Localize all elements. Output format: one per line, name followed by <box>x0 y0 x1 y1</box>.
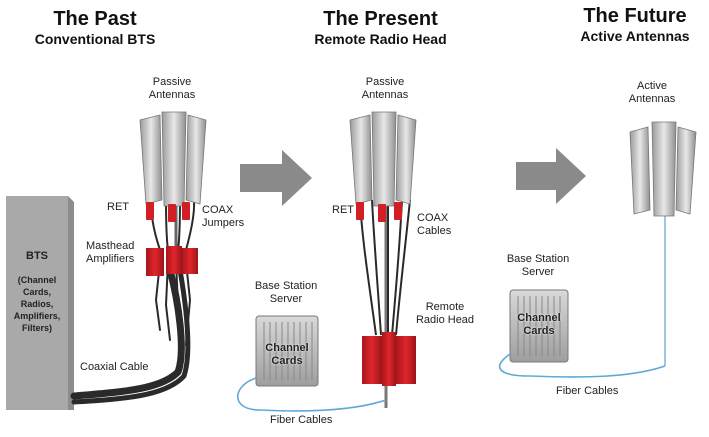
present-ret-units <box>356 202 402 222</box>
arrow-past-to-present <box>240 150 312 206</box>
present-base-station-server-label: Base Station Server <box>254 280 318 305</box>
present-subtitle: Remote Radio Head <box>314 31 447 47</box>
past-header: The Past Conventional BTS <box>20 8 170 48</box>
masthead-amplifiers-label: Masthead Amplifiers <box>86 240 135 265</box>
present-title: The Present <box>323 8 438 30</box>
present-ret-label: RET <box>332 204 354 216</box>
future-fiber-cable <box>498 353 666 378</box>
past-passive-antennas <box>139 111 207 207</box>
present-header: The Present Remote Radio Head <box>298 8 463 48</box>
past-ret-label: RET <box>107 201 129 213</box>
masthead-amplifiers <box>146 246 198 276</box>
future-fiber-cables-label: Fiber Cables <box>556 385 619 397</box>
past-passive-antennas-label: Passive Antennas <box>148 76 196 101</box>
bts-label: BTS <box>26 250 48 262</box>
future-header: The Future Active Antennas <box>565 5 705 45</box>
active-antennas-label: Active Antennas <box>628 80 676 105</box>
coaxial-cable-label: Coaxial Cable <box>80 361 149 373</box>
future-active-antennas <box>629 121 697 217</box>
past-subtitle: Conventional BTS <box>34 31 156 47</box>
present-passive-antennas-label: Passive Antennas <box>361 76 409 101</box>
bts-contents-label: (Channel Cards, Radios, Amplifiers, Filt… <box>13 275 61 333</box>
past-ret-units <box>146 202 190 222</box>
future-channel-cards-label: Channel Cards <box>517 312 561 337</box>
past-title: The Past <box>53 8 137 30</box>
remote-radio-head-unit <box>362 332 416 386</box>
present-base-station-server <box>255 315 319 387</box>
present-channel-cards-label: Channel Cards <box>265 342 309 367</box>
present-fiber-cables-label: Fiber Cables <box>270 414 333 426</box>
future-subtitle: Active Antennas <box>580 28 690 44</box>
remote-radio-head-label: Remote Radio Head <box>415 301 475 326</box>
future-base-station-server-label: Base Station Server <box>506 253 570 278</box>
present-passive-antennas <box>349 111 417 207</box>
future-base-station-server <box>509 289 569 363</box>
present-coax-cables-label: COAX Cables <box>417 212 452 237</box>
coaxial-cable-bundle <box>70 261 192 405</box>
future-title: The Future <box>583 5 687 27</box>
present-fiber-cable <box>237 377 387 412</box>
arrow-present-to-future <box>516 148 586 204</box>
past-coax-jumpers-label: COAX Jumpers <box>202 204 245 229</box>
bts-cabinet <box>6 196 74 410</box>
